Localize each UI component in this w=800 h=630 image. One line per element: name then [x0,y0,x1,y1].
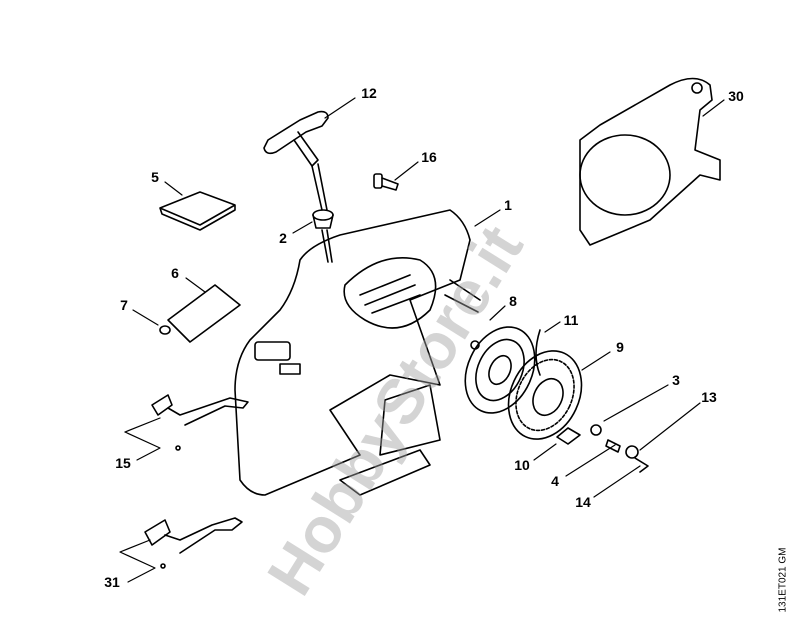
label-part-1: 1 [504,197,512,213]
label-part-14: 14 [575,494,591,510]
label-part-6: 6 [171,265,179,281]
label-part-2: 2 [279,230,287,246]
rewind-spring-part-8 [464,326,536,414]
switch-part-15 [151,394,249,451]
screw-part-7 [159,325,171,335]
starter-grip-part-12 [263,110,333,263]
fan-housing-part-1 [234,209,481,496]
leader-lines [119,97,725,583]
rope-part-11 [535,329,541,376]
screw-part-16 [373,173,399,191]
switch-part-31 [144,517,243,569]
washer-part-3 [590,424,602,436]
label-part-9: 9 [616,339,624,355]
label-part-3: 3 [672,372,680,388]
plate-part-6 [167,284,241,343]
label-part-11: 11 [563,312,579,328]
label-part-30: 30 [728,88,744,104]
label-part-10: 10 [514,457,530,473]
label-part-13: 13 [701,389,717,405]
label-part-5: 5 [151,169,159,185]
label-part-16: 16 [421,149,437,165]
grommet-part-2 [312,209,334,221]
drawing-code: 131ET021 GM [777,547,789,613]
pawl-part-10 [556,427,581,445]
label-part-7: 7 [120,297,128,313]
cover-part-30 [579,77,721,246]
label-part-4: 4 [551,473,559,489]
screw-part-4 [605,439,621,453]
label-part-8: 8 [509,293,517,309]
clip-part-14 [634,457,649,473]
label-part-31: 31 [104,574,120,590]
rope-rotor-part-9 [507,350,583,440]
label-part-15: 15 [115,455,131,471]
spring-part-13 [625,445,639,459]
label-part-12: 12 [361,85,377,101]
plate-part-5 [159,191,236,231]
